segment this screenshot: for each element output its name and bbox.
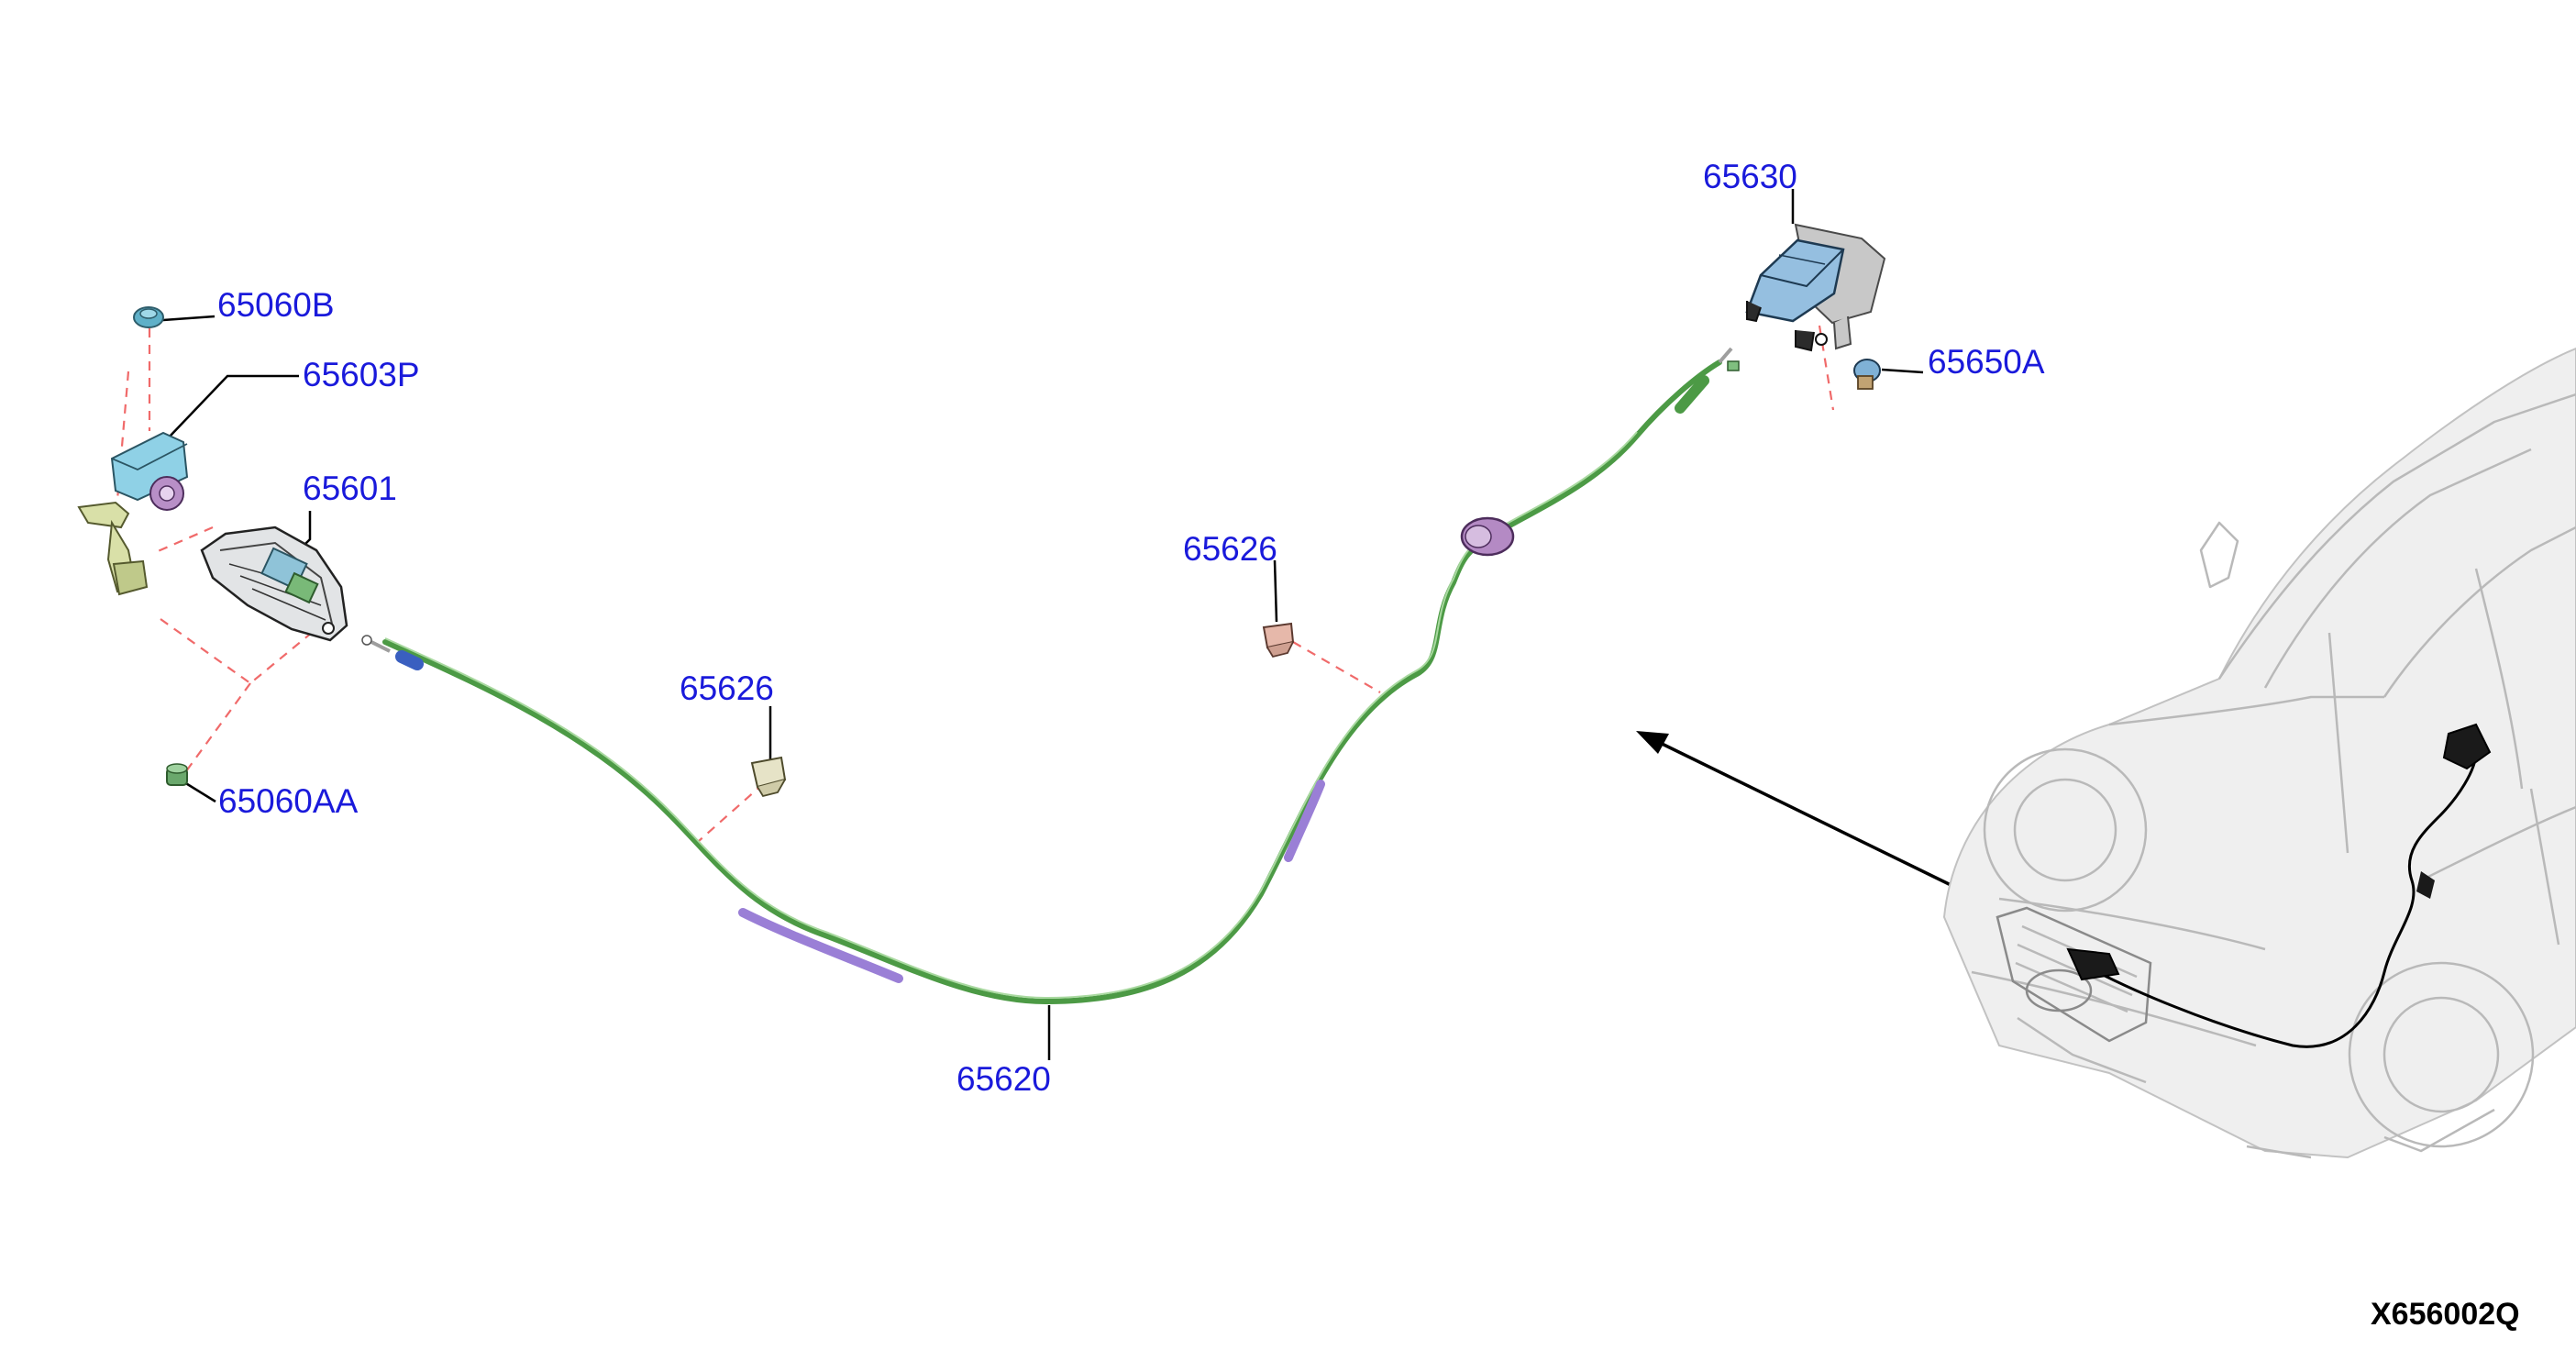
vehicle-highlight-parts <box>2066 723 2492 1048</box>
part-cable-grommet <box>1460 516 1515 557</box>
part-65650a-bumper <box>1853 359 1881 390</box>
figure-id: X656002Q <box>2371 1297 2520 1332</box>
callout-65601: 65601 <box>303 470 397 507</box>
callout-65620: 65620 <box>956 1060 1051 1098</box>
leader-lines <box>162 189 1924 1060</box>
callout-65603p: 65603P <box>303 356 420 393</box>
part-65626-clip-right <box>1262 622 1295 658</box>
callout-65060b: 65060B <box>217 286 335 324</box>
callout-65060aa: 65060AA <box>218 782 359 820</box>
callout-65626-right: 65626 <box>1183 530 1277 568</box>
part-65630-hood-lock <box>1745 223 1886 352</box>
part-65601-hood-lock <box>200 526 348 642</box>
part-65060aa-bolt <box>166 763 188 786</box>
part-65626-clip-left <box>750 756 787 798</box>
callout-65626-left: 65626 <box>680 669 774 707</box>
callout-65630: 65630 <box>1703 158 1797 195</box>
callout-65650a: 65650A <box>1928 343 2045 381</box>
part-65603p-lock-assembly <box>77 431 189 596</box>
part-65620-release-cable <box>361 347 1740 1004</box>
part-65060b-clip <box>133 306 164 328</box>
assembly-lines <box>116 325 1835 849</box>
